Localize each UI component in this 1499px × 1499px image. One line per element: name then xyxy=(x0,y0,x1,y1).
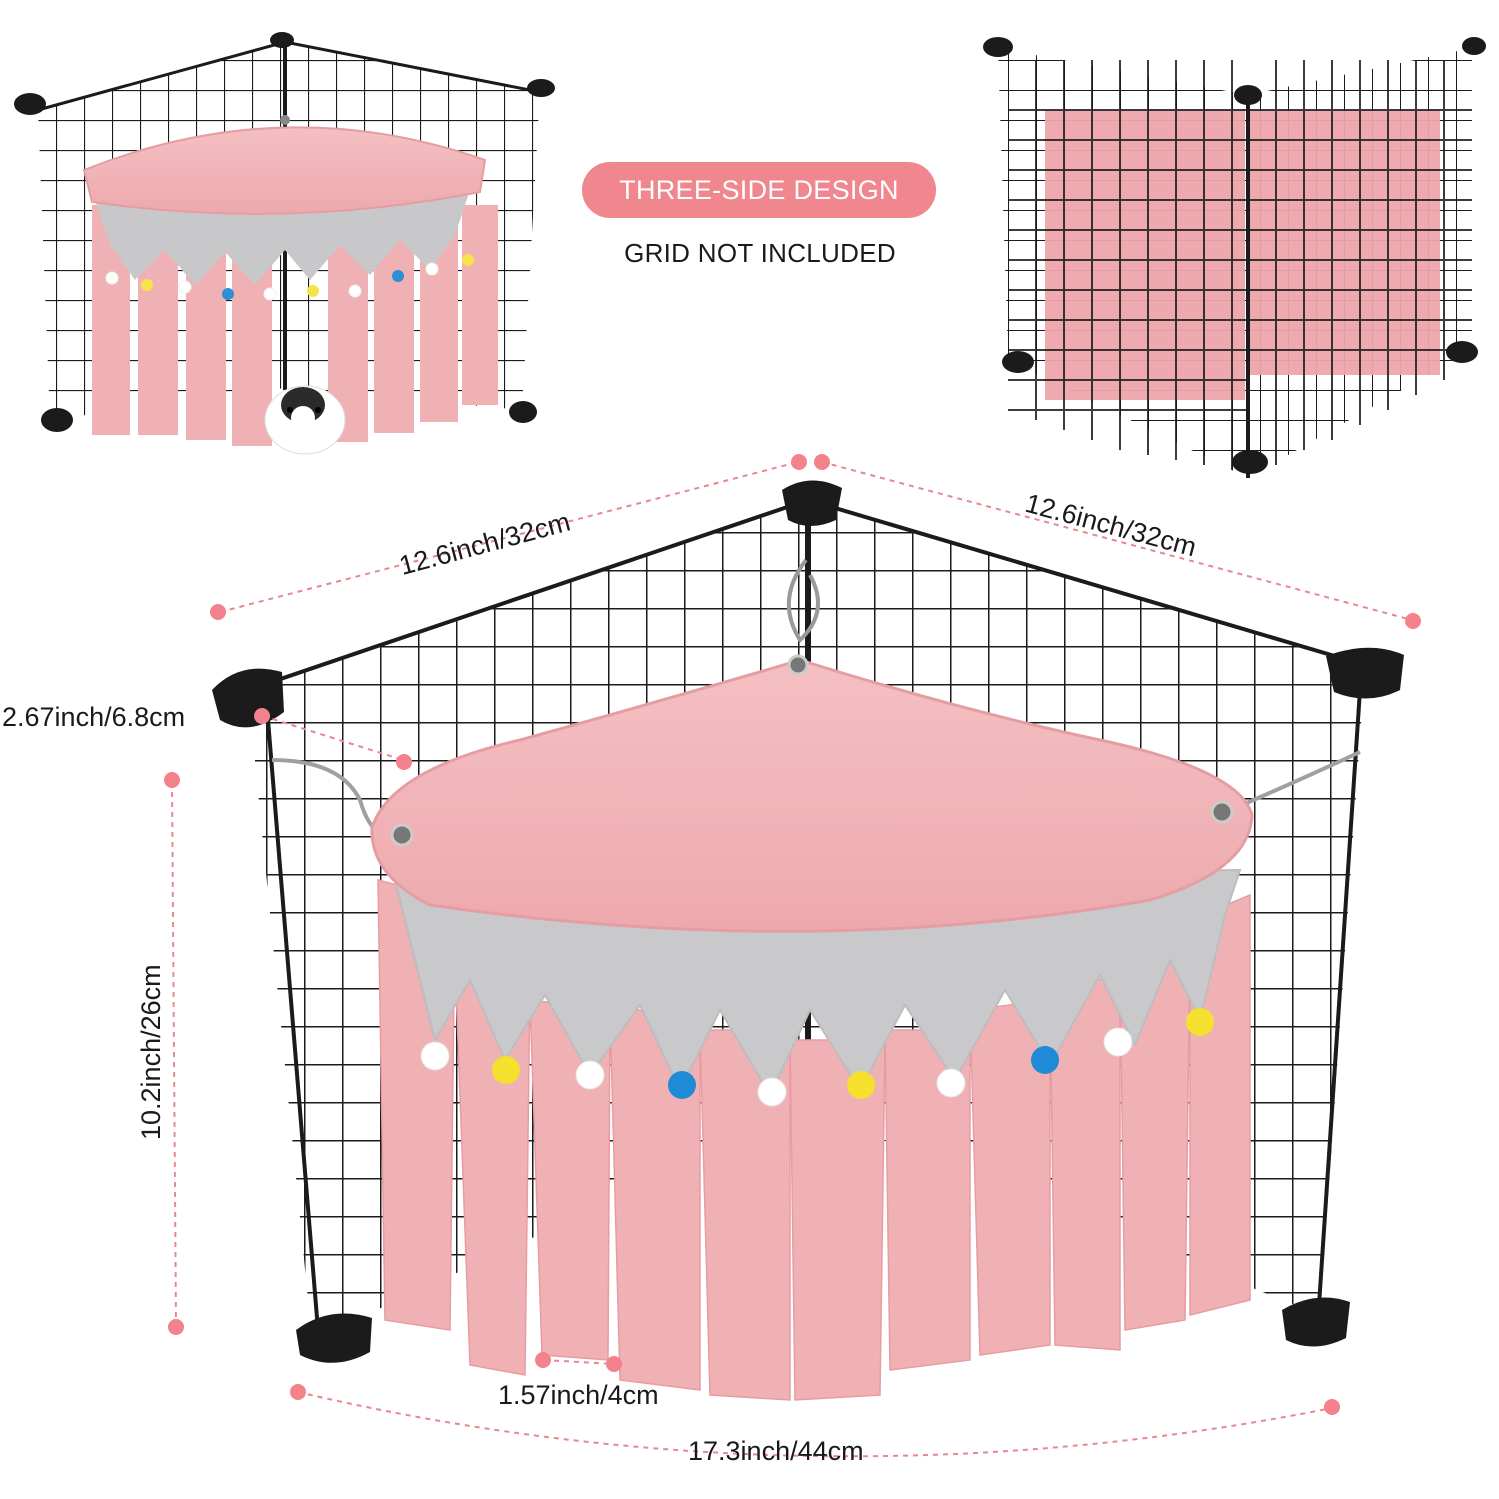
thumbnail-back-view xyxy=(983,37,1486,478)
corner-foot xyxy=(270,32,294,48)
three-side-design-badge: THREE-SIDE DESIGN xyxy=(582,162,936,218)
dimension-height-label: 10.2inch/26cm xyxy=(136,964,166,1140)
dimension-depth-label: 2.67inch/6.8cm xyxy=(2,702,186,732)
grid-connector xyxy=(1282,1297,1350,1347)
corner-foot xyxy=(1234,85,1262,105)
corner-foot xyxy=(1462,37,1486,55)
corner-foot xyxy=(1446,341,1478,363)
dimension-lines xyxy=(171,461,1413,1458)
corner-foot xyxy=(1232,450,1268,474)
corner-foot xyxy=(14,93,46,115)
thumbnail-front-view xyxy=(14,32,555,455)
corner-foot xyxy=(1002,351,1034,373)
corner-foot xyxy=(983,37,1013,57)
corner-foot xyxy=(509,401,537,423)
grid-connector xyxy=(296,1313,372,1363)
dimension-front-width-label: 17.3inch/44cm xyxy=(688,1436,864,1466)
main-product xyxy=(212,480,1404,1401)
pom-poms xyxy=(420,1008,1214,1107)
corner-foot xyxy=(527,79,555,97)
dimension-strip-width-label: 1.57inch/4cm xyxy=(498,1380,659,1410)
guinea-pig xyxy=(264,385,346,455)
corner-foot xyxy=(41,408,73,432)
grid-connector xyxy=(782,480,842,526)
grid-connector xyxy=(1326,647,1404,699)
grid-not-included-note: GRID NOT INCLUDED xyxy=(624,238,896,268)
